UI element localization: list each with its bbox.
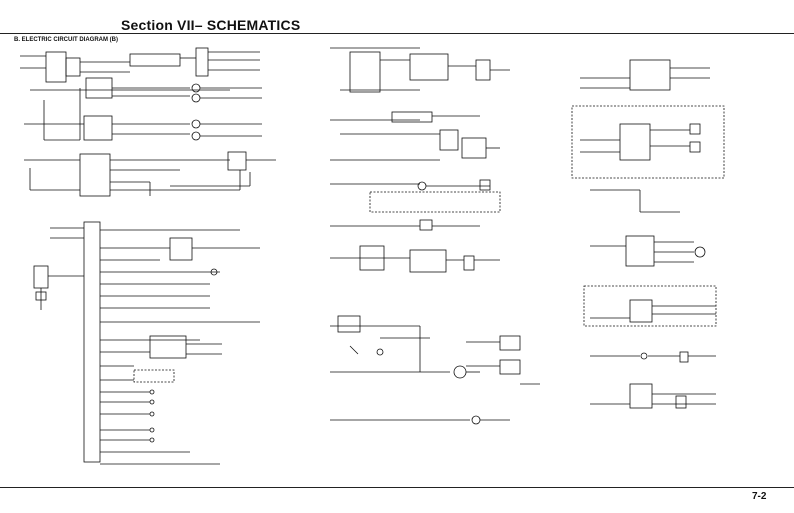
footer-rule xyxy=(0,487,794,488)
circuit-block-top-center xyxy=(330,47,510,273)
circuit-block-top-left xyxy=(20,47,262,141)
circuit-block-mid-center xyxy=(330,315,540,425)
circuit-block-mid-right xyxy=(583,235,717,409)
diagram-title: B. ELECTRIC CIRCUIT DIAGRAM (B) xyxy=(14,37,118,43)
circuit-block-mid-left xyxy=(24,151,276,197)
circuit-block-top-right xyxy=(571,59,725,213)
page-number: 7-2 xyxy=(752,491,767,502)
title-rule xyxy=(0,33,794,34)
section-title: Section VII– SCHEMATICS xyxy=(121,17,301,33)
main-connector-strip xyxy=(33,221,260,465)
